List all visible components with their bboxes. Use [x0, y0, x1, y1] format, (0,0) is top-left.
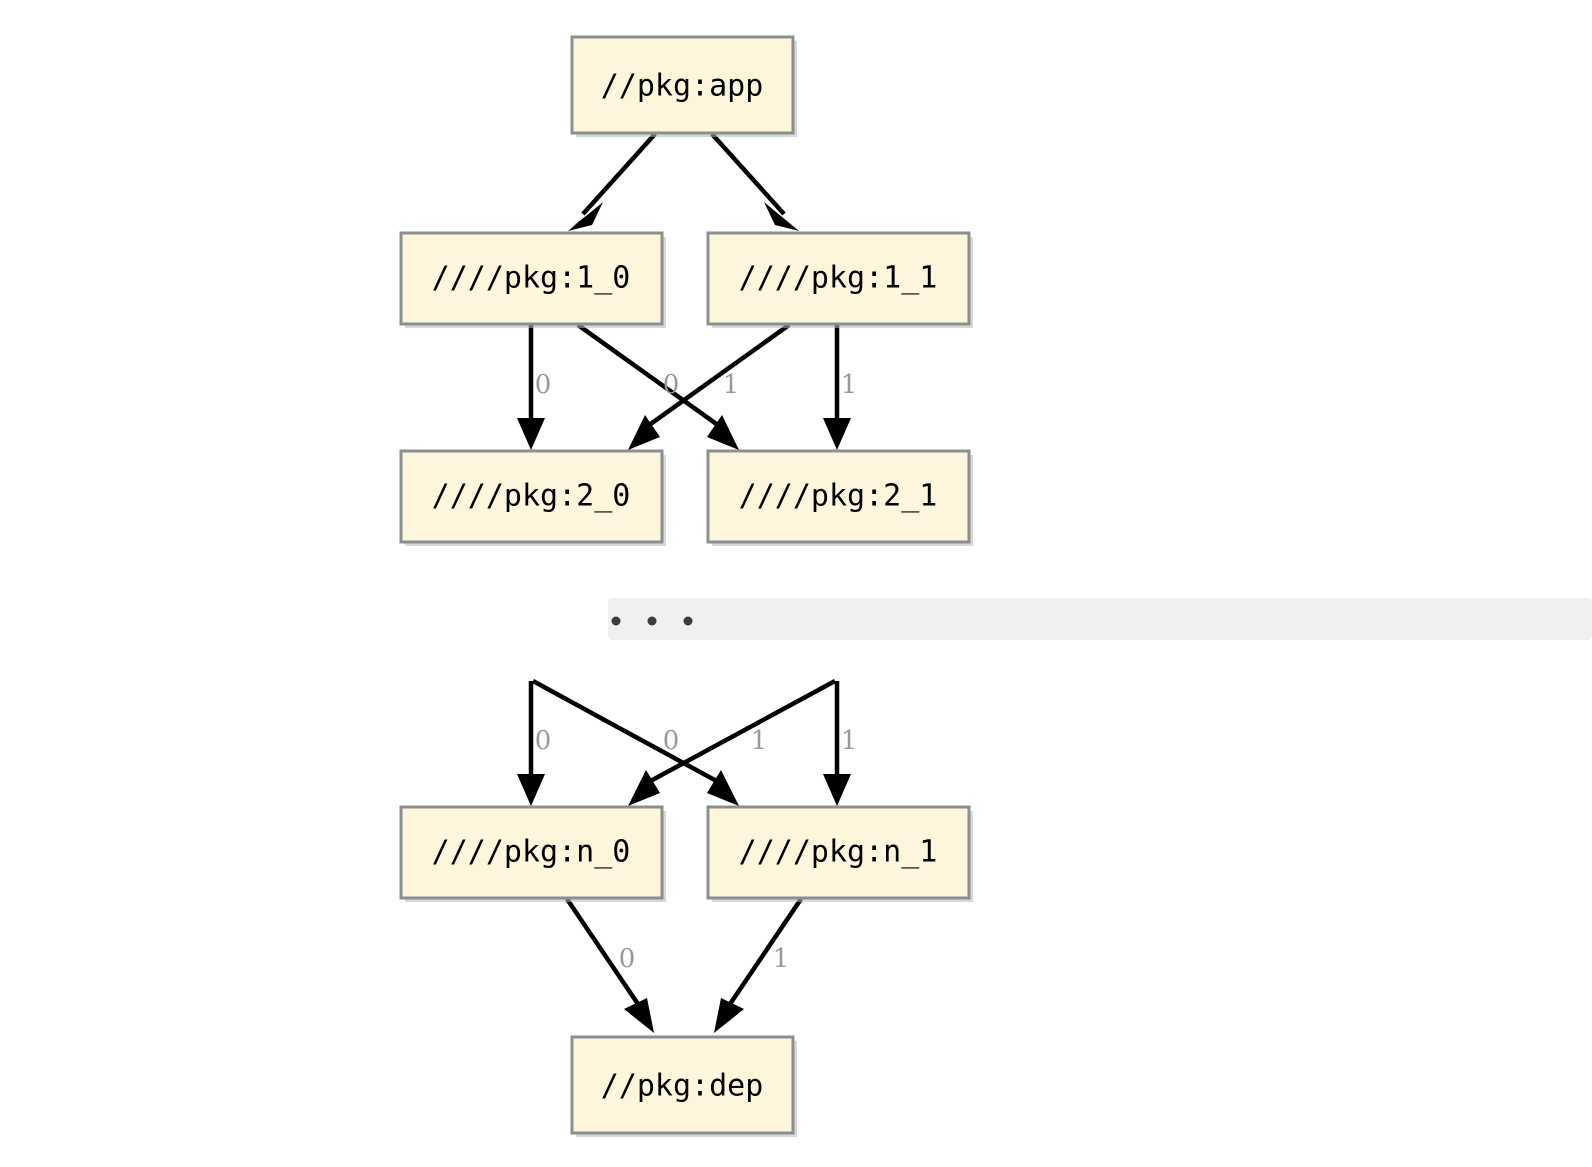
edge-1_0-to-2_1: 0 — [576, 323, 739, 450]
node-1_1[interactable]: ////pkg:1_1 — [706, 231, 973, 328]
node-label: ////pkg:2_1 — [739, 479, 938, 514]
edge-label: 0 — [663, 370, 680, 400]
ellipsis-dot-3 — [683, 616, 693, 626]
node-n_0[interactable]: ////pkg:n_0 — [399, 805, 666, 902]
edge-app-to-1_1 — [710, 132, 799, 231]
edge-cut-to-n_1-straight: 1 — [823, 681, 857, 806]
edge-1_1-to-2_0: 1 — [628, 323, 791, 450]
node-n_1[interactable]: ////pkg:n_1 — [706, 805, 973, 902]
ellipsis-dot-2 — [647, 616, 657, 626]
node-label: //pkg:app — [601, 69, 764, 104]
edge-cut-to-n_0-straight: 0 — [517, 681, 551, 806]
edge-label: 1 — [723, 370, 740, 400]
edge-label: 1 — [751, 726, 768, 756]
node-label: ////pkg:n_0 — [432, 835, 631, 870]
edge-label: 1 — [773, 944, 790, 974]
node-dep[interactable]: //pkg:dep — [570, 1035, 797, 1137]
node-label: //pkg:dep — [601, 1069, 764, 1104]
edge-label: 1 — [841, 726, 858, 756]
edge-label: 0 — [535, 370, 552, 400]
ellipsis-dot-1 — [611, 616, 621, 626]
edge-cut-to-n_1-diagonal: 0 — [531, 679, 739, 806]
edge-label: 0 — [663, 726, 680, 756]
node-2_1[interactable]: ////pkg:2_1 — [706, 449, 973, 546]
edge-label: 0 — [535, 726, 552, 756]
node-app[interactable]: //pkg:app — [570, 35, 797, 137]
node-1_0[interactable]: ////pkg:1_0 — [399, 231, 666, 328]
ellipsis-band — [608, 598, 1592, 640]
edge-label: 0 — [619, 944, 636, 974]
edge-n_1-to-dep: 1 — [714, 897, 803, 1033]
edge-app-to-1_0 — [568, 132, 657, 231]
node-label: ////pkg:1_0 — [432, 261, 631, 296]
node-label: ////pkg:1_1 — [739, 261, 938, 296]
edge-n_0-to-dep: 0 — [565, 897, 654, 1033]
node-label: ////pkg:n_1 — [739, 835, 938, 870]
edge-label: 1 — [841, 370, 858, 400]
edge-1_1-to-2_1: 1 — [823, 325, 857, 450]
node-label: ////pkg:2_0 — [432, 479, 631, 514]
edge-1_0-to-2_0: 0 — [517, 325, 551, 450]
edge-cut-to-n_0-diagonal: 1 — [628, 679, 837, 806]
node-2_0[interactable]: ////pkg:2_0 — [399, 449, 666, 546]
ellipsis-separator — [608, 598, 1592, 640]
